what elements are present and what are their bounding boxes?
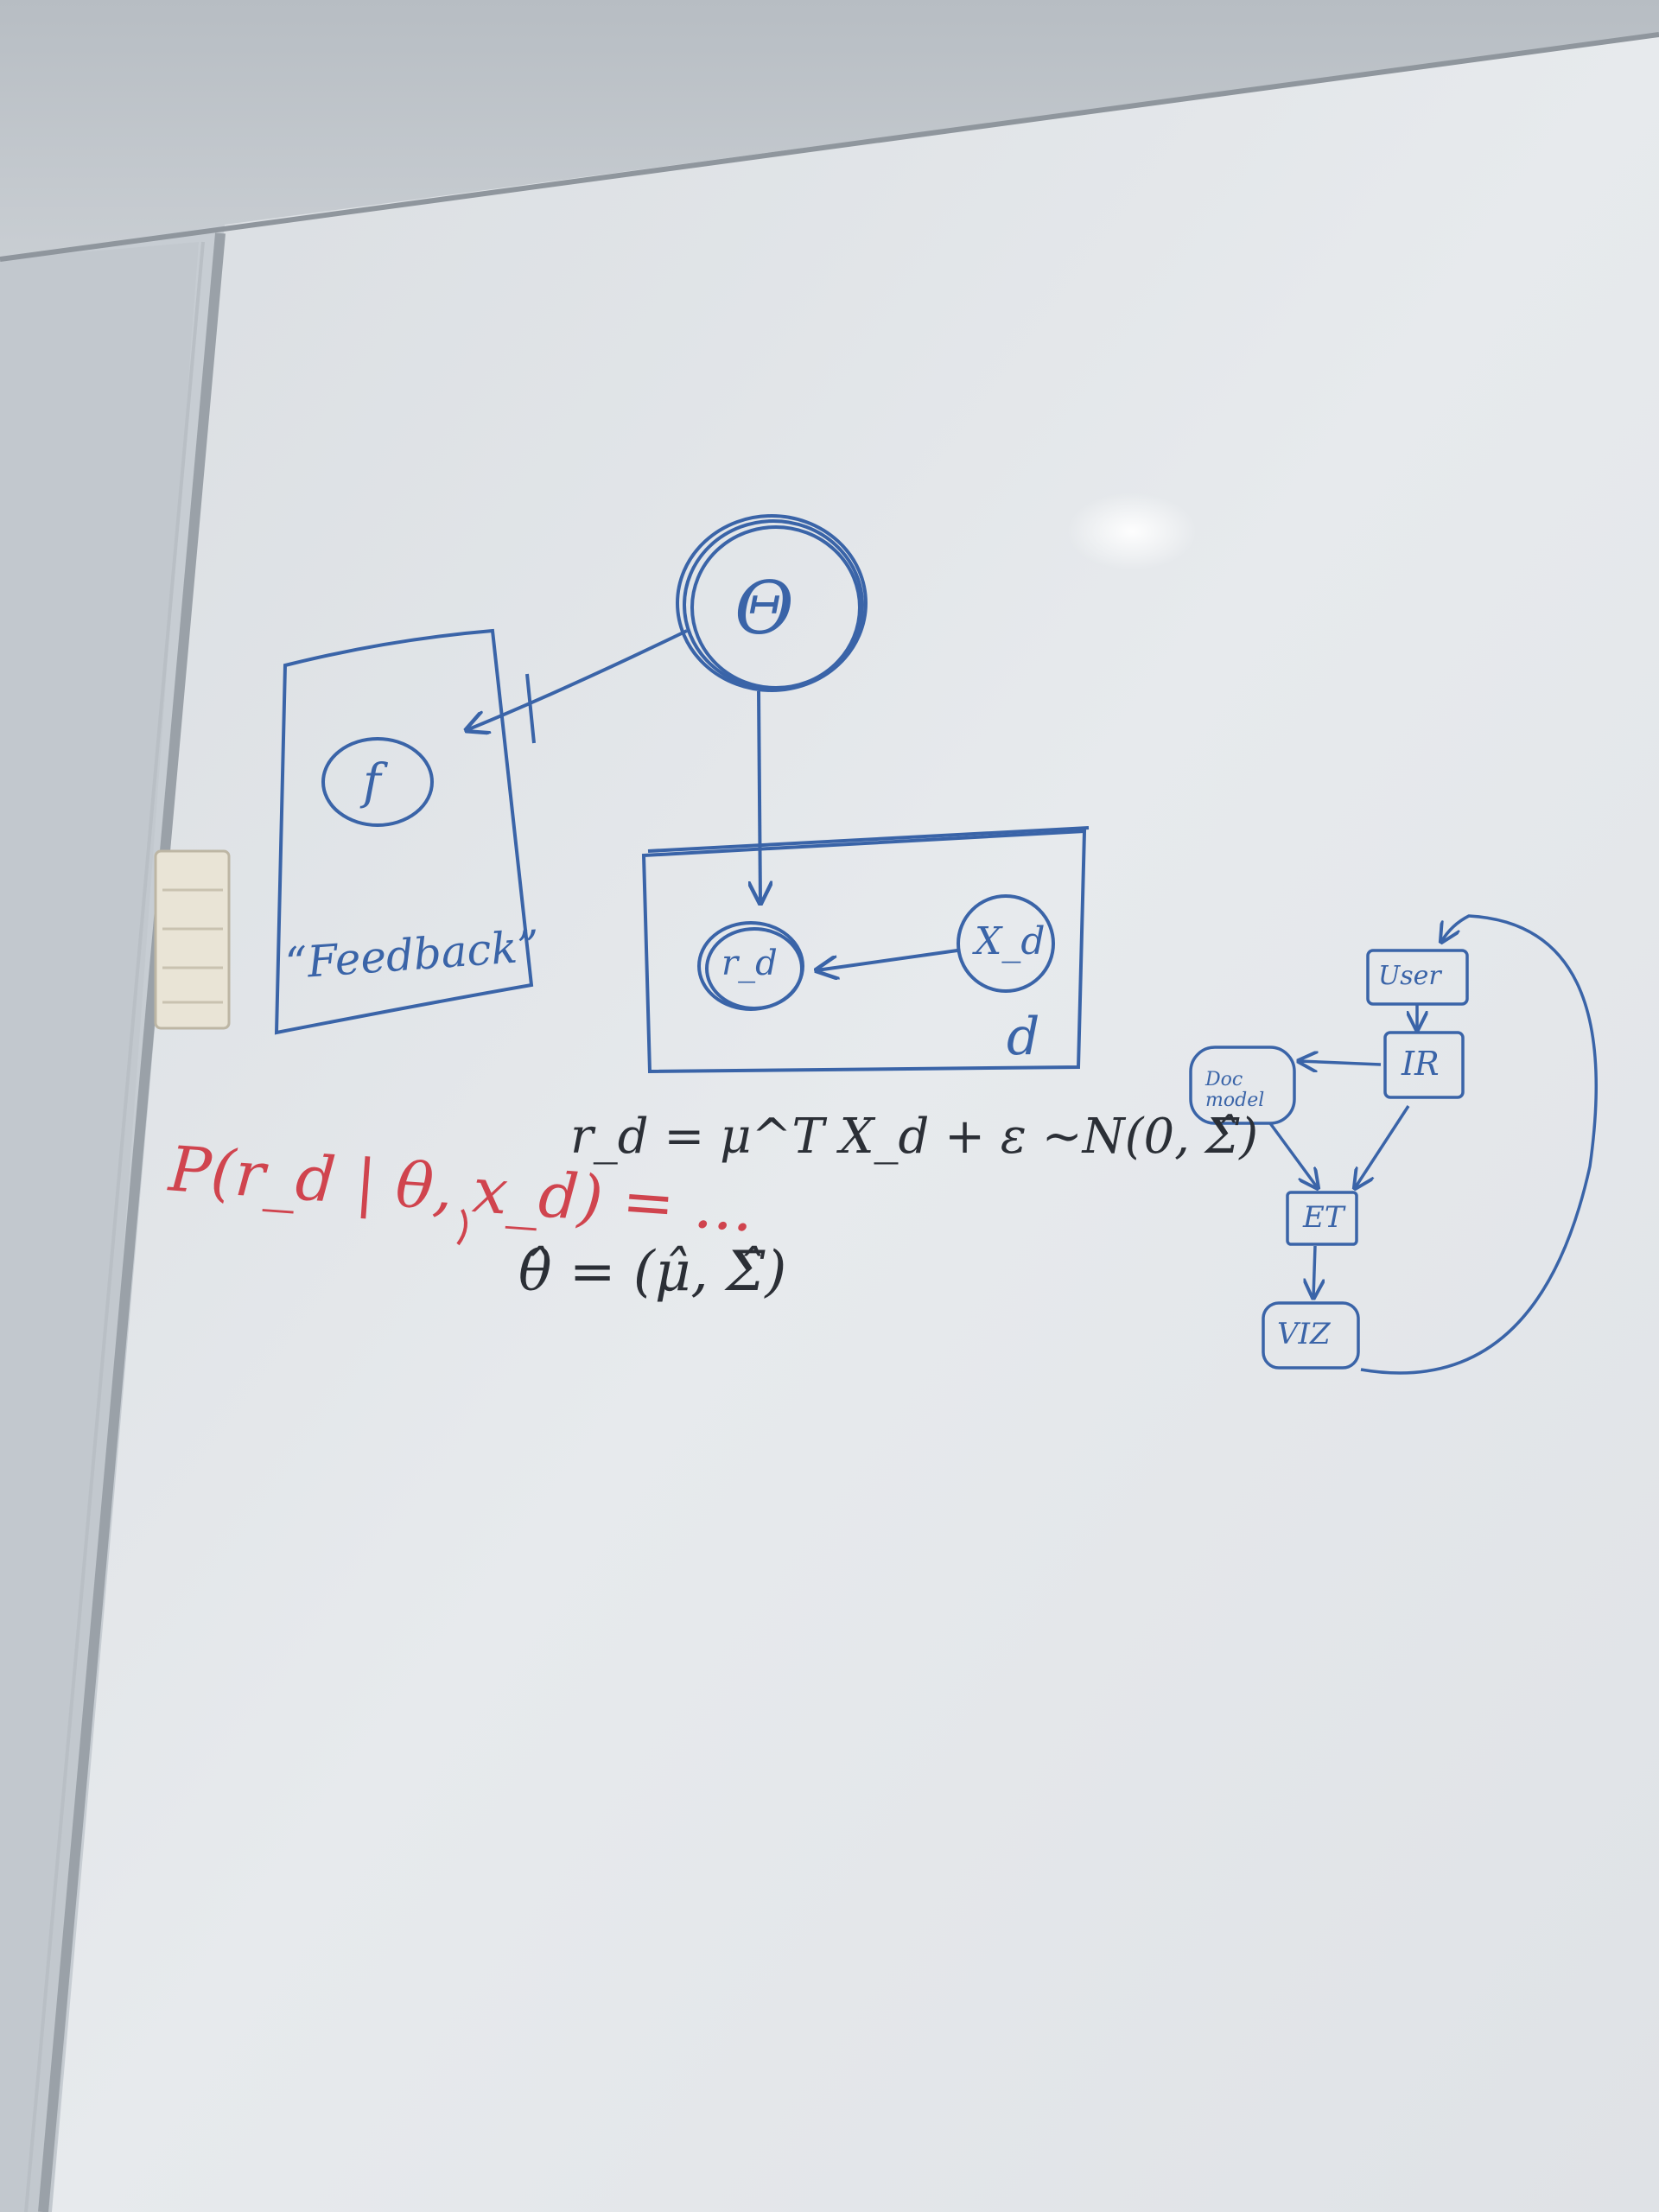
- flow-doc-model-label: Doc model: [1205, 1069, 1265, 1112]
- feedback-node-label: f: [363, 754, 381, 810]
- viz-box: [1262, 1301, 1360, 1370]
- x-d-node-label: X_d: [975, 919, 1046, 963]
- flow-ir-label: IR: [1402, 1045, 1440, 1083]
- document-plate: [641, 826, 1090, 1074]
- ir-box: [1383, 1031, 1465, 1099]
- theta-node: [676, 514, 868, 692]
- flow-diagram: [1189, 914, 1599, 1375]
- r-d-node-label: r_d: [721, 944, 778, 983]
- estimate-equation: θ̂ = (μ̂, Σ̂): [518, 1240, 787, 1304]
- doc-plate-label: d: [1007, 1007, 1040, 1067]
- wall-switch: [154, 849, 231, 1030]
- et-box: [1286, 1191, 1358, 1246]
- flow-user-label: User: [1378, 961, 1441, 991]
- flow-viz-label: VIZ: [1277, 1317, 1331, 1351]
- doc-model-box: [1189, 1046, 1296, 1125]
- model-equation: r_d = μ^T X_d + ε ~N(0, Σ̂): [570, 1109, 1259, 1165]
- flow-et-label: ET: [1303, 1200, 1344, 1235]
- theta-node-label: Θ: [734, 566, 794, 651]
- feedback-plate: [274, 628, 536, 1035]
